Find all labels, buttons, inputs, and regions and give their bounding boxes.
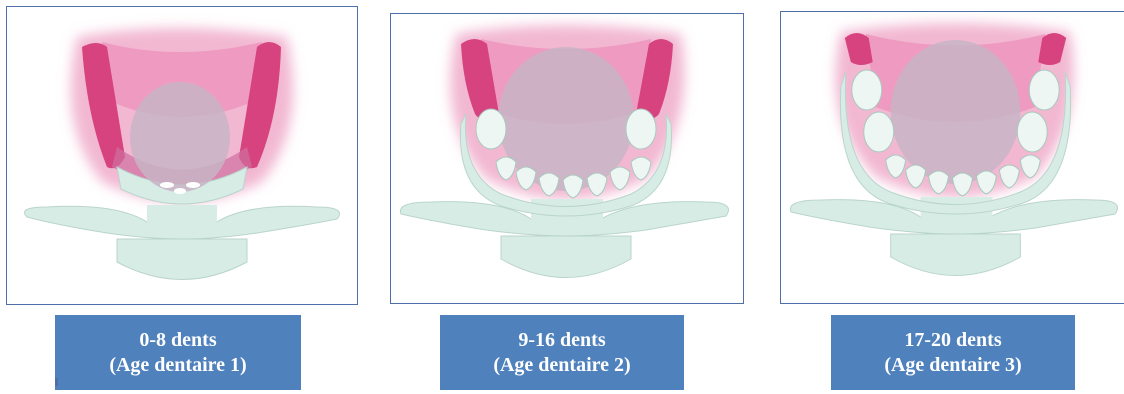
pacifier-illustration-stage-3 bbox=[781, 12, 1124, 303]
stage-1-illustration bbox=[6, 6, 358, 305]
stage-3-range: 17-20 dents bbox=[904, 328, 1001, 353]
molar bbox=[476, 109, 506, 149]
pacifier-illustration-stage-2 bbox=[391, 14, 743, 303]
pacifier-bulb bbox=[130, 82, 230, 192]
stage-3-caption: 17-20 dents (Age dentaire 3) bbox=[831, 315, 1075, 390]
pacifier-bulb bbox=[891, 40, 1021, 184]
molar bbox=[1017, 112, 1047, 152]
stage-1-range: 0-8 dents bbox=[139, 328, 216, 353]
tooth bbox=[186, 182, 200, 188]
molar bbox=[864, 112, 894, 152]
stage-2-illustration bbox=[390, 13, 744, 304]
pacifier-handle bbox=[891, 234, 1021, 276]
stage-1-age: (Age dentaire 1) bbox=[109, 353, 246, 378]
caption-marker bbox=[55, 378, 58, 386]
molar bbox=[852, 70, 882, 110]
molar bbox=[1029, 70, 1059, 110]
tooth bbox=[174, 188, 186, 194]
stage-3-illustration bbox=[780, 11, 1124, 304]
stage-1-caption: 0-8 dents (Age dentaire 1) bbox=[55, 315, 301, 390]
tooth bbox=[160, 182, 174, 188]
pacifier-illustration-stage-1 bbox=[7, 7, 357, 304]
pacifier-handle bbox=[117, 239, 247, 280]
molar bbox=[626, 109, 656, 149]
stage-3-age: (Age dentaire 3) bbox=[884, 353, 1021, 378]
stage-2-age: (Age dentaire 2) bbox=[493, 353, 630, 378]
pacifier-handle bbox=[501, 236, 631, 278]
stage-2-caption: 9-16 dents (Age dentaire 2) bbox=[440, 315, 684, 390]
stage-2-range: 9-16 dents bbox=[518, 328, 605, 353]
pacifier-neck bbox=[147, 205, 217, 235]
